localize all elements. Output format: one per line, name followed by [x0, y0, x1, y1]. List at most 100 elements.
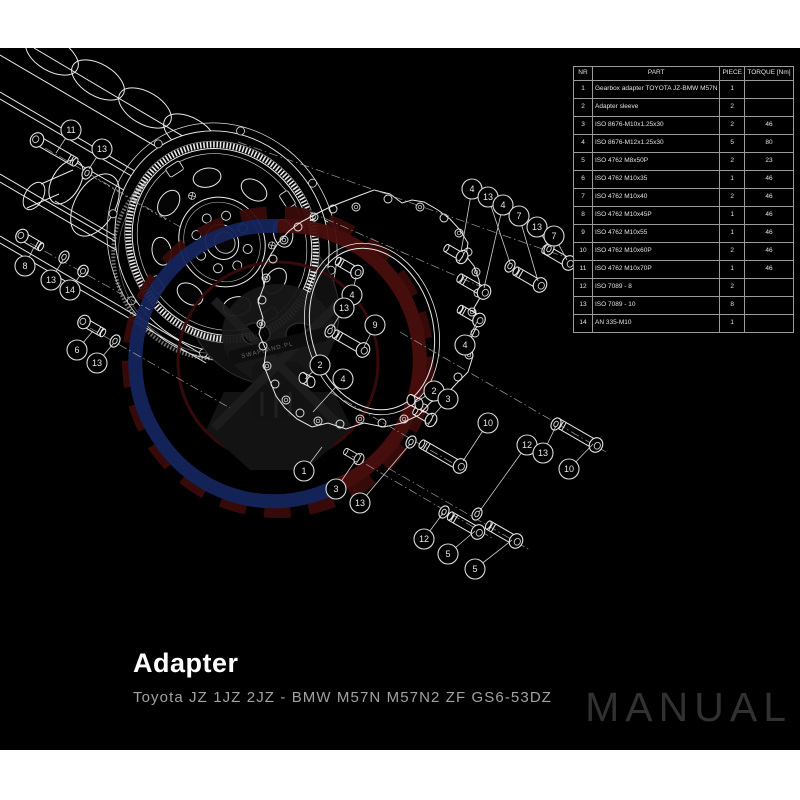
svg-text:4: 4 [500, 200, 505, 210]
svg-text:12: 12 [522, 440, 532, 450]
cell-part: ISO 4762 M10x35 [591, 170, 721, 189]
svg-text:2: 2 [317, 360, 322, 370]
cell-torque: 23 [743, 152, 794, 171]
cell-torque: 46 [743, 224, 794, 243]
cell-torque [743, 98, 794, 117]
callout-leader [359, 443, 411, 504]
svg-text:12: 12 [419, 534, 429, 544]
cell-piece: 1 [719, 80, 745, 99]
cell-nr: 7 [573, 188, 593, 207]
svg-text:10: 10 [564, 464, 574, 474]
cell-nr: 8 [573, 206, 593, 225]
page-title: Adapter [133, 648, 239, 678]
callout-10: 10 [477, 412, 499, 434]
cell-torque: 46 [743, 242, 794, 261]
svg-text:13: 13 [483, 192, 493, 202]
cell-part: AN 335-M10 [591, 314, 721, 333]
cell-piece: 1 [719, 206, 745, 225]
cell-nr: 1 [573, 80, 593, 99]
cell-nr: 12 [573, 278, 593, 297]
cell-piece: 1 [719, 314, 745, 333]
callout-13: 13 [349, 492, 371, 514]
axis-lines [29, 141, 607, 551]
svg-text:6: 6 [74, 345, 79, 355]
cell-piece: 1 [719, 260, 745, 279]
cell-nr: 10 [573, 242, 593, 261]
callout-4: 4 [461, 178, 483, 200]
column-header: PART [591, 66, 721, 81]
svg-text:13: 13 [355, 498, 365, 508]
cell-piece: 2 [719, 278, 745, 297]
svg-text:13: 13 [532, 222, 542, 232]
cell-torque [743, 278, 794, 297]
svg-text:4: 4 [462, 340, 467, 350]
callout-4: 4 [492, 194, 514, 216]
exploded-diagram: SWAPLAND.PL [0, 48, 607, 580]
cell-part: ISO 7089 - 8 [591, 278, 721, 297]
callout-3: 3 [437, 388, 459, 410]
cell-torque: 46 [743, 188, 794, 207]
cell-torque: 46 [743, 206, 794, 225]
cell-nr: 4 [573, 134, 593, 153]
cell-part: ISO 4762 M10x60P [591, 242, 721, 261]
cell-part: Gearbox adapter TOYOTA JZ-BMW M57N [591, 80, 721, 99]
callout-layer: 1113813146134134713741392442313131012131… [14, 119, 594, 580]
cell-piece: 2 [719, 188, 745, 207]
cell-torque [743, 296, 794, 315]
cell-nr: 11 [573, 260, 593, 279]
cell-piece: 2 [719, 242, 745, 261]
callout-leader [483, 204, 504, 289]
cell-torque [743, 314, 794, 333]
callout-9: 9 [364, 314, 386, 336]
column-header: TORQUE [Nm] [743, 66, 794, 81]
drawing-panel: SWAPLAND.PL [0, 48, 800, 750]
callout-7: 7 [508, 205, 530, 227]
svg-text:8: 8 [22, 261, 27, 271]
callout-leader [487, 196, 511, 264]
svg-text:7: 7 [516, 211, 521, 221]
callout-7: 7 [543, 225, 565, 247]
callout-11: 11 [60, 119, 82, 141]
cell-part: Adapter sleeve [591, 98, 721, 117]
callout-8: 8 [14, 255, 36, 277]
cell-part: ISO 4762 M10x45P [591, 206, 721, 225]
svg-text:14: 14 [65, 285, 75, 295]
cell-nr: 3 [573, 116, 593, 135]
cell-part: ISO 4762 M8x50P [591, 152, 721, 171]
cell-part: ISO 4762 M10x55 [591, 224, 721, 243]
svg-text:5: 5 [445, 549, 450, 559]
cell-nr: 9 [573, 224, 593, 243]
callout-13: 13 [91, 138, 113, 160]
svg-text:5: 5 [472, 564, 477, 574]
callout-13: 13 [40, 269, 62, 291]
callout-1: 1 [293, 460, 315, 482]
page-subtitle: Toyota JZ 1JZ 2JZ - BMW M57N M57N2 ZF GS… [133, 689, 553, 706]
callout-4: 4 [332, 368, 354, 390]
cell-part: ISO 4762 M10x70P [591, 260, 721, 279]
svg-text:11: 11 [66, 125, 75, 135]
cell-piece: 2 [719, 116, 745, 135]
column-header: NR [573, 66, 593, 81]
callout-leader [518, 215, 539, 282]
svg-text:7: 7 [551, 231, 556, 241]
svg-text:4: 4 [469, 184, 474, 194]
manual-label: MANUAL [585, 684, 792, 730]
column-header: PIECE [719, 66, 745, 81]
cell-nr: 5 [573, 152, 593, 171]
callout-leader [460, 188, 473, 253]
cell-part: ISO 4762 M10x40 [591, 188, 721, 207]
cell-piece: 8 [719, 296, 745, 315]
